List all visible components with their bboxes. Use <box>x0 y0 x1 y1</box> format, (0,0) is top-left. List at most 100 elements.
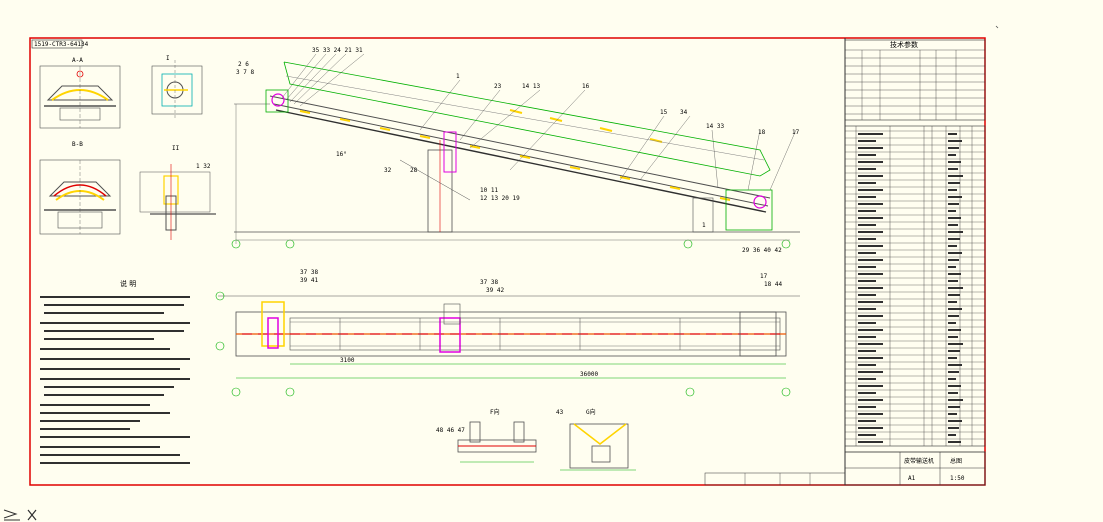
parts-row-text <box>948 336 958 338</box>
svg-text:10 11: 10 11 <box>480 187 498 194</box>
parts-row-text <box>858 385 883 387</box>
parts-row-text <box>858 364 876 366</box>
parts-row-text <box>948 364 962 366</box>
parts-row-text <box>858 147 883 149</box>
svg-text:12 13 20 19: 12 13 20 19 <box>480 195 520 202</box>
parts-row-text <box>948 133 957 135</box>
parts-row-text <box>948 441 961 443</box>
notes-block: 说 明 <box>40 279 190 464</box>
parts-row-text <box>948 224 958 226</box>
svg-text:3 7 8: 3 7 8 <box>236 69 254 76</box>
parts-row-text <box>858 413 883 415</box>
parts-row-text <box>948 315 959 317</box>
parts-row-text <box>948 413 957 415</box>
parts-row-text <box>858 308 876 310</box>
svg-text:34: 34 <box>680 109 688 116</box>
svg-text:2 6: 2 6 <box>238 61 249 68</box>
params-title: 技术参数 <box>890 40 918 49</box>
parts-row-text <box>948 322 956 324</box>
parts-row-text <box>948 189 957 191</box>
svg-text:17: 17 <box>760 273 768 280</box>
parts-row-text <box>948 161 961 163</box>
parts-row-text <box>858 378 876 380</box>
parts-row-text <box>948 203 959 205</box>
section-b-label: B-B <box>72 141 83 148</box>
parts-row-text <box>948 308 962 310</box>
parts-row-text <box>948 245 957 247</box>
section-a-a: A-A <box>39 57 121 129</box>
parts-row-text <box>948 329 961 331</box>
detail-i-label: I <box>166 55 170 62</box>
parts-row-text <box>858 350 876 352</box>
parts-row-text <box>948 301 957 303</box>
detail-ii-label: II <box>172 145 180 152</box>
parts-row-text <box>948 385 961 387</box>
parts-row-text <box>858 182 876 184</box>
svg-text:14 33: 14 33 <box>706 123 724 130</box>
svg-text:18 44: 18 44 <box>764 281 782 288</box>
parts-row-text <box>858 420 876 422</box>
parts-row-text <box>948 175 963 177</box>
conveyor-elevation: 1 16° 35 33 24 21 31 1 23 14 13 16 15 34… <box>231 47 800 254</box>
parts-row-text <box>948 154 956 156</box>
conveyor-plan: 36000 3100 37 38 39 41 37 38 39 42 17 18… <box>215 269 800 397</box>
parts-row-text <box>858 343 883 345</box>
ucs-icon <box>3 509 37 521</box>
parts-row-text <box>948 406 960 408</box>
svg-text:39 42: 39 42 <box>486 287 504 294</box>
parts-row-text <box>948 434 956 436</box>
svg-text:16: 16 <box>582 83 590 90</box>
svg-text:43: 43 <box>556 409 564 416</box>
parts-row-text <box>948 343 963 345</box>
detail-drum-small: II 1 32 <box>139 145 216 240</box>
svg-text:1: 1 <box>456 73 460 80</box>
drawing-stamp: 1519-CTR3-64134 <box>34 41 89 48</box>
parts-list-table <box>844 125 986 447</box>
svg-text:17: 17 <box>792 129 800 136</box>
parts-row-text <box>858 427 883 429</box>
parts-row-text <box>858 161 883 163</box>
svg-text:1 32: 1 32 <box>196 163 211 170</box>
parts-row-text <box>948 210 956 212</box>
view-g: G向 43 <box>556 408 636 471</box>
parts-row-text <box>948 231 963 233</box>
parts-row-text <box>858 371 883 373</box>
title-block: 皮带输送机 A1 总图 1:50 <box>704 451 986 486</box>
parts-row-text <box>948 238 960 240</box>
parts-row-text <box>948 266 956 268</box>
svg-text:29 36 40 42: 29 36 40 42 <box>742 247 782 254</box>
parts-row-text <box>948 420 962 422</box>
company-name: 总图 <box>950 457 962 465</box>
parts-row-text <box>858 301 883 303</box>
parts-row-text <box>948 357 957 359</box>
parts-row-text <box>858 336 876 338</box>
svg-text:18: 18 <box>758 129 766 136</box>
parts-row-text <box>948 147 959 149</box>
parts-row-text <box>858 210 876 212</box>
parts-row-text <box>858 168 876 170</box>
parts-row-text <box>948 140 962 142</box>
parts-row-text <box>948 294 960 296</box>
parameter-table: 技术参数 <box>844 39 986 121</box>
parts-row-text <box>948 399 963 401</box>
parts-row-text <box>858 224 876 226</box>
parts-row-text <box>948 168 958 170</box>
parts-row-text <box>858 287 883 289</box>
parts-row-text <box>858 154 876 156</box>
parts-row-text <box>858 315 883 317</box>
parts-row-text <box>858 294 876 296</box>
parts-row-text <box>858 406 876 408</box>
angle-label: 16° <box>336 151 347 158</box>
svg-text:48 46 47: 48 46 47 <box>436 427 465 434</box>
svg-text:39 41: 39 41 <box>300 277 318 284</box>
drawing-frame <box>29 37 986 486</box>
sheet-no: A1 <box>908 475 916 482</box>
parts-row-text <box>858 399 883 401</box>
scale-text: 1:50 <box>950 475 965 482</box>
corner-tick <box>995 25 999 29</box>
total-length-dim: 36000 <box>580 371 598 378</box>
parts-row-text <box>948 182 960 184</box>
parts-row-text <box>948 259 959 261</box>
parts-row-text <box>948 350 960 352</box>
